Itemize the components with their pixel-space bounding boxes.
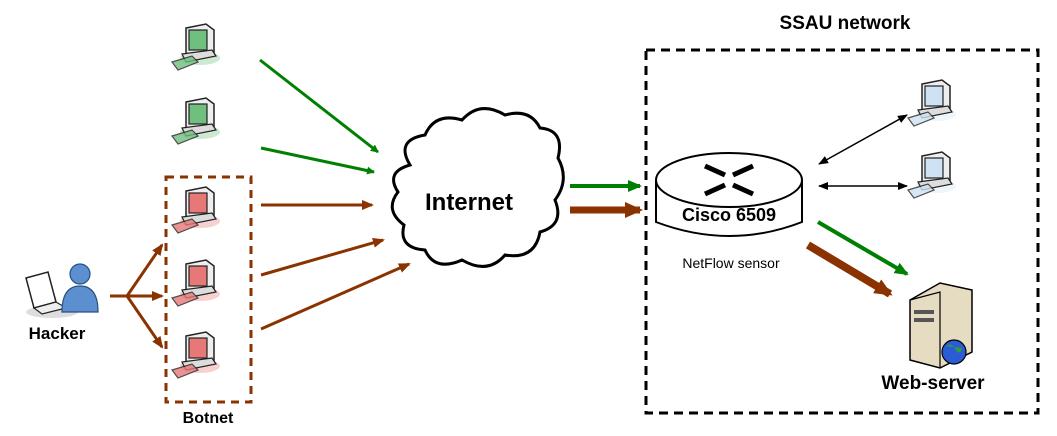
attack-traffic-arrows bbox=[260, 200, 411, 331]
internet-label: Internet bbox=[425, 189, 513, 216]
internal-computer-icon bbox=[907, 151, 957, 199]
legit-computer-icon bbox=[171, 97, 221, 145]
attack-to-server-arrow bbox=[805, 241, 893, 298]
legit-computer-icon bbox=[171, 23, 221, 71]
lan-link-arrow bbox=[818, 114, 908, 165]
legit-traffic-arrows bbox=[259, 58, 379, 175]
bot-computer-icon bbox=[171, 259, 221, 307]
ssau-network-boundary bbox=[644, 48, 1040, 415]
bot-computer-icon bbox=[171, 186, 221, 234]
legit-to-server-arrow bbox=[816, 220, 909, 276]
hacker-label: Hacker bbox=[29, 324, 86, 343]
bot-computer-icon bbox=[171, 331, 221, 379]
hacker-command-arrows bbox=[110, 243, 164, 349]
internal-computer-icon bbox=[907, 79, 957, 127]
hacker-icon bbox=[25, 263, 99, 318]
botnet-label: Botnet bbox=[183, 410, 234, 427]
router-icon bbox=[655, 152, 803, 237]
botnet-boundary bbox=[164, 175, 253, 404]
router-label: Cisco 6509 bbox=[682, 205, 776, 225]
sensor-label: NetFlow sensor bbox=[682, 255, 780, 271]
network-title: SSAU network bbox=[780, 13, 911, 34]
internet-cloud-icon bbox=[390, 107, 565, 268]
web-server-icon bbox=[909, 282, 973, 369]
webserver-label: Web-server bbox=[881, 373, 985, 394]
